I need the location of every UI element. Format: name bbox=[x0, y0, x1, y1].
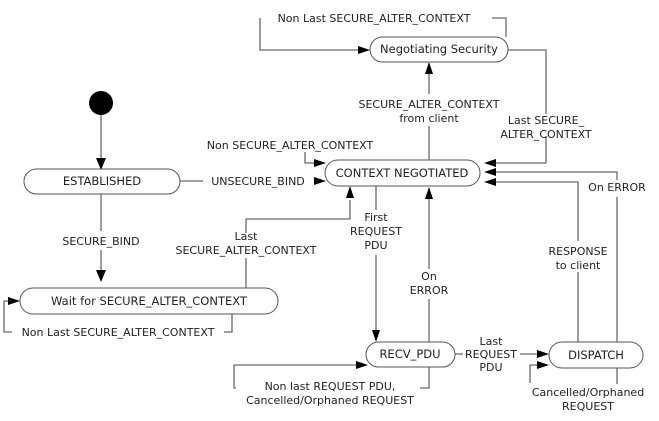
label-wait-to-context-2: SECURE_ALTER_CONTEXT bbox=[175, 244, 316, 257]
label-context-to-recv-1: First bbox=[364, 211, 388, 224]
dispatch-to-context-line bbox=[492, 181, 579, 342]
wait-to-context-line bbox=[245, 200, 351, 288]
arrowhead-dispatch-self bbox=[537, 361, 549, 369]
label-context-to-recv-2: REQUEST bbox=[350, 225, 402, 238]
label-dispatch-to-context-error: On ERROR bbox=[588, 181, 646, 194]
arrowhead-established bbox=[96, 158, 106, 170]
label-dispatch-self-2: REQUEST bbox=[562, 400, 614, 413]
label-recv-to-dispatch-2: REQUEST bbox=[465, 348, 517, 361]
arrowhead-context-unsecure bbox=[314, 177, 326, 185]
state-context-negotiated-label: CONTEXT NEGOTIATED bbox=[336, 166, 469, 180]
label-context-to-negotiating-2: from client bbox=[399, 112, 459, 125]
label-context-self: Non SECURE_ALTER_CONTEXT bbox=[207, 139, 374, 152]
transition-lines bbox=[3, 17, 618, 389]
label-wait-self: Non Last SECURE_ALTER_CONTEXT bbox=[22, 326, 215, 339]
state-established[interactable]: ESTABLISHED bbox=[23, 168, 181, 195]
context-self-loop-line bbox=[304, 152, 318, 164]
arrowhead-context-from-dispatch-error bbox=[484, 168, 496, 176]
arrowhead-context-from-wait bbox=[346, 186, 354, 198]
state-wait-label: Wait for SECURE_ALTER_CONTEXT bbox=[51, 294, 248, 308]
label-established-to-wait: SECURE_BIND bbox=[62, 235, 139, 248]
state-wait-secure-alter-context[interactable]: Wait for SECURE_ALTER_CONTEXT bbox=[19, 287, 279, 315]
arrowheads bbox=[8, 46, 549, 369]
recv-self-loop-line bbox=[233, 364, 430, 389]
initial-state-dot bbox=[89, 91, 113, 115]
wait-self-loop-line bbox=[3, 300, 233, 333]
state-negotiating-security-label: Negotiating Security bbox=[380, 42, 498, 56]
arrowhead-dispatch bbox=[537, 350, 549, 358]
label-negotiating-self: Non Last SECURE_ALTER_CONTEXT bbox=[278, 12, 471, 25]
label-recv-to-dispatch-1: Last bbox=[480, 335, 504, 348]
label-context-to-recv-3: PDU bbox=[364, 239, 387, 252]
state-dispatch[interactable]: DISPATCH bbox=[548, 341, 644, 369]
arrowhead-negotiating bbox=[425, 62, 433, 74]
label-recv-to-context-1: On bbox=[421, 270, 437, 283]
state-established-label: ESTABLISHED bbox=[63, 174, 141, 188]
state-context-negotiated[interactable]: CONTEXT NEGOTIATED bbox=[324, 159, 481, 187]
label-recv-to-context-2: ERROR bbox=[410, 284, 449, 297]
arrowhead-context-self bbox=[314, 159, 326, 167]
label-recv-self-2: Cancelled/Orphaned REQUEST bbox=[246, 394, 414, 407]
arrowhead-context-from-negotiating bbox=[484, 159, 496, 167]
label-recv-self-1: Non last REQUEST PDU, bbox=[265, 380, 396, 393]
arrowhead-wait-self bbox=[8, 297, 20, 305]
state-recv-pdu-label: RECV_PDU bbox=[379, 347, 440, 361]
arrowhead-wait bbox=[96, 270, 106, 282]
dispatch-to-context-error-line bbox=[492, 171, 618, 342]
label-negotiating-to-context-2: ALTER_CONTEXT bbox=[500, 128, 592, 141]
label-negotiating-to-context-1: Last SECURE_ bbox=[508, 114, 585, 127]
label-established-to-context: UNSECURE_BIND bbox=[211, 175, 305, 188]
label-dispatch-to-context-response-1: RESPONSE bbox=[548, 245, 607, 258]
state-recv-pdu[interactable]: RECV_PDU bbox=[365, 341, 456, 368]
state-negotiating-security[interactable]: Negotiating Security bbox=[369, 36, 509, 63]
negotiating-to-context-line bbox=[492, 49, 547, 164]
transition-labels: Non Last SECURE_ALTER_CONTEXT SECURE_ALT… bbox=[22, 12, 647, 413]
label-wait-to-context-1: Last bbox=[235, 230, 259, 243]
label-dispatch-self-1: Cancelled/Orphaned bbox=[532, 386, 644, 399]
label-recv-to-dispatch-3: PDU bbox=[479, 361, 502, 374]
label-context-to-negotiating-1: SECURE_ALTER_CONTEXT bbox=[358, 98, 499, 111]
arrowhead-recv-self bbox=[356, 361, 368, 369]
negotiating-self-loop-line bbox=[259, 17, 507, 51]
arrowhead-context-from-dispatch-response bbox=[484, 178, 496, 186]
arrowhead-context-from-recv bbox=[425, 187, 433, 199]
state-dispatch-label: DISPATCH bbox=[568, 348, 624, 362]
arrowhead-recv bbox=[372, 330, 380, 342]
arrowhead-negotiating-self bbox=[358, 46, 370, 54]
label-dispatch-to-context-response-2: to client bbox=[556, 259, 601, 272]
